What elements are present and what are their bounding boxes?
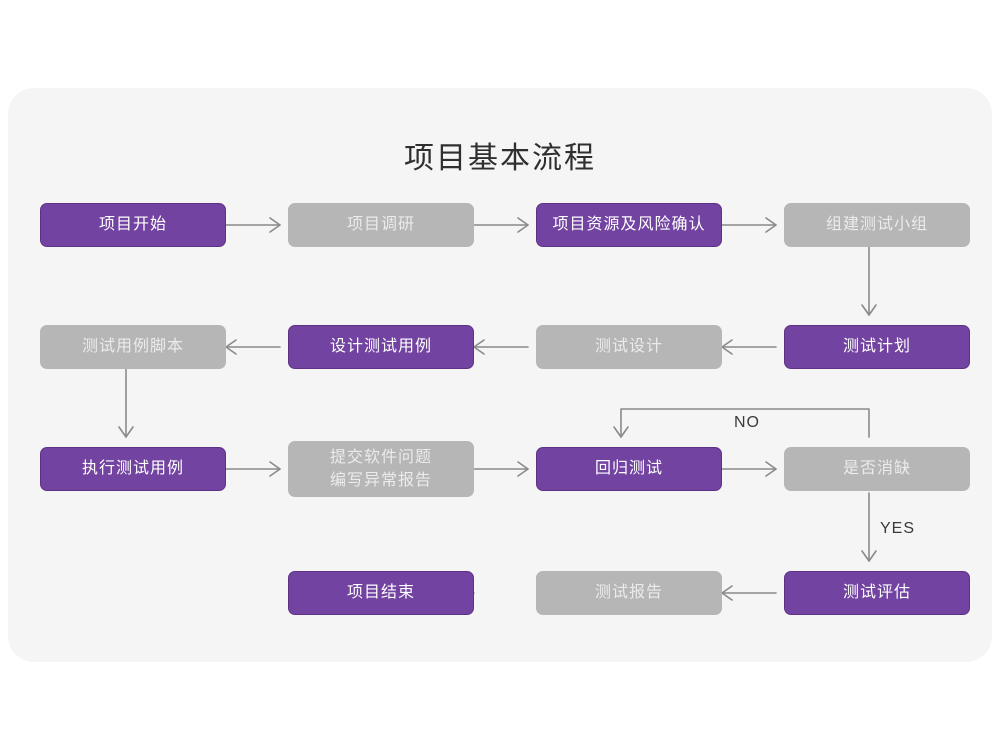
node-project-start[interactable]: 项目开始	[40, 203, 226, 247]
arrow-yes-n12-n15	[861, 492, 877, 562]
arrow-n7-n6	[473, 339, 529, 355]
node-project-end[interactable]: 项目结束	[288, 571, 474, 615]
arrow-n9-n10	[225, 461, 281, 477]
arrow-n5-n9	[118, 368, 134, 438]
page-title: 项目基本流程	[404, 142, 596, 175]
arrow-n4-n8	[861, 246, 877, 316]
arrow-n1-n2	[225, 217, 281, 233]
node-resource-risk-confirm[interactable]: 项目资源及风险确认	[536, 203, 722, 247]
arrow-n11-n12	[721, 461, 777, 477]
node-test-evaluation[interactable]: 测试评估	[784, 571, 970, 615]
node-test-report[interactable]: 测试报告	[536, 571, 722, 615]
node-submit-defect-report[interactable]: 提交软件问题 编写异常报告	[288, 441, 474, 497]
node-test-plan[interactable]: 测试计划	[784, 325, 970, 369]
edge-label-no: NO	[734, 414, 760, 431]
arrow-n8-n7	[721, 339, 777, 355]
arrow-n3-n4	[721, 217, 777, 233]
flowchart-card: 项目基本流程	[8, 88, 992, 662]
edge-label-yes: YES	[880, 520, 916, 537]
arrow-n15-n14	[721, 585, 777, 601]
arrow-n2-n3	[473, 217, 529, 233]
arrow-n10-n11	[473, 461, 529, 477]
arrow-n6-n5	[225, 339, 281, 355]
node-defect-resolved-decision[interactable]: 是否消缺	[784, 447, 970, 491]
node-build-test-team[interactable]: 组建测试小组	[784, 203, 970, 247]
node-regression-test[interactable]: 回归测试	[536, 447, 722, 491]
node-test-case-script[interactable]: 测试用例脚本	[40, 325, 226, 369]
node-design-test-case[interactable]: 设计测试用例	[288, 325, 474, 369]
node-execute-test-case[interactable]: 执行测试用例	[40, 447, 226, 491]
node-project-research[interactable]: 项目调研	[288, 203, 474, 247]
node-test-design[interactable]: 测试设计	[536, 325, 722, 369]
